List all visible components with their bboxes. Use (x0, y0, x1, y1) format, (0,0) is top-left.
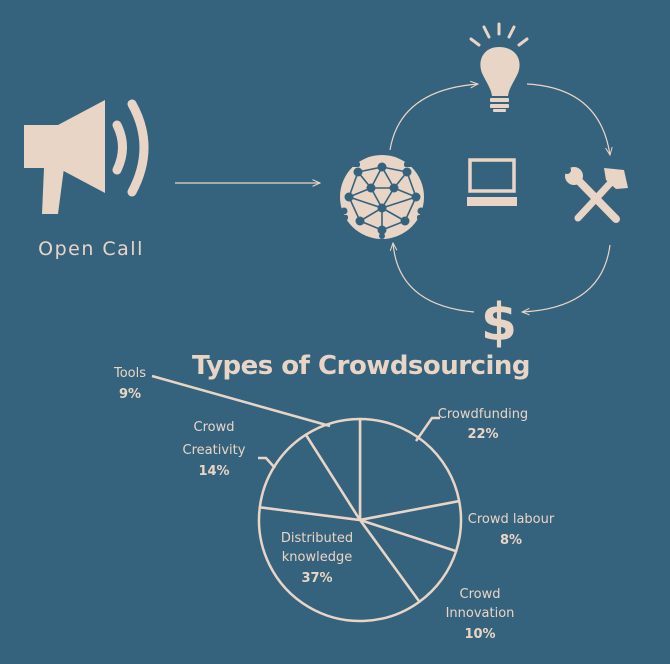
slice-percent-crowdfunding: 22% (467, 427, 498, 442)
slice-label-tools: Tools (113, 366, 146, 381)
slice-label-crowdfunding: Crowdfunding (438, 407, 528, 422)
pie-slice-distributed-knowledge (257, 506, 421, 623)
computer-icon (467, 158, 517, 206)
crowd-network-icon (340, 154, 425, 239)
slice-percent-distributed-knowledge: 37% (301, 571, 332, 586)
open-call-label: Open Call (38, 238, 144, 260)
megaphone-icon (24, 99, 149, 214)
slice-label-crowd-labour: Crowd labour (468, 512, 555, 527)
slice-percent-crowd-innovation: 10% (464, 627, 495, 642)
leader-line-crowdfunding (414, 416, 440, 442)
leader-line-crowd-creativity (258, 456, 276, 469)
slice-percent-crowd-creativity: 14% (198, 464, 229, 479)
slice-percent-tools: 9% (119, 387, 141, 402)
leader-line-tools (151, 374, 331, 428)
tools-icon (563, 166, 628, 223)
cycle-arrows (389, 84, 610, 312)
pie-slice-crowd-creativity (258, 433, 362, 522)
pie-slice-tools (304, 417, 362, 522)
pie-slice-crowdfunding (358, 417, 461, 522)
pie-chart (257, 417, 463, 623)
chart-title: Types of Crowdsourcing (192, 351, 530, 381)
dollar-icon: $ (481, 293, 517, 353)
lightbulb-icon (469, 22, 529, 112)
slice-percent-crowd-labour: 8% (500, 533, 522, 548)
